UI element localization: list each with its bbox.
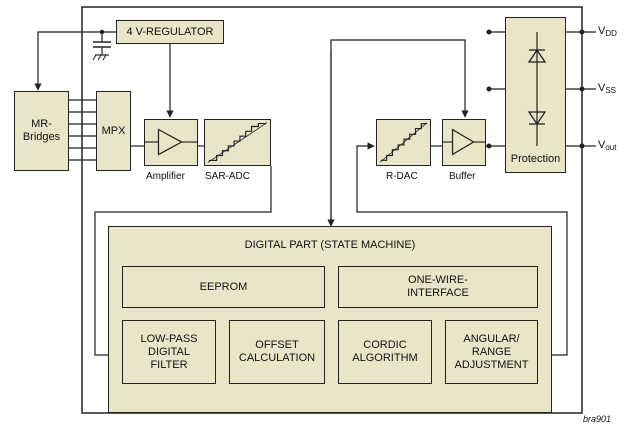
staircase-icon <box>207 122 268 163</box>
buffer-icon <box>443 128 485 156</box>
mr-bridges-block: MR- Bridges <box>14 91 69 171</box>
protection-label: Protection <box>510 153 561 165</box>
r-dac-label: R-DAC <box>386 171 418 182</box>
protection-block: Protection <box>505 17 566 173</box>
mpx-block: MPX <box>96 91 131 171</box>
offset-calculation-block: OFFSET CALCULATION <box>229 320 325 384</box>
staircase-icon <box>379 122 428 163</box>
amplifier-icon <box>145 128 197 156</box>
vout-pin-label: Vout <box>598 139 617 152</box>
vss-pin-label: VSS <box>598 82 617 95</box>
sar-adc-label: SAR-ADC <box>205 171 251 182</box>
digital-part-title: DIGITAL PART (STATE MACHINE) <box>244 239 416 251</box>
cordic-algorithm-block: CORDIC ALGORITHM <box>338 320 432 384</box>
regulator-block: 4 V-REGULATOR <box>116 20 224 44</box>
vdd-pin-label: VDD <box>598 25 617 38</box>
amplifier-label: Amplifier <box>146 171 185 182</box>
eeprom-block: EEPROM <box>122 266 325 308</box>
sar-adc-block <box>204 119 271 166</box>
one-wire-interface-block: ONE-WIRE- INTERFACE <box>338 266 538 308</box>
buffer-block <box>442 119 486 166</box>
amplifier-block <box>144 119 198 166</box>
r-dac-block <box>376 119 431 166</box>
angular-range-adjustment-block: ANGULAR/ RANGE ADJUSTMENT <box>445 320 538 384</box>
lowpass-filter-block: LOW-PASS DIGITAL FILTER <box>122 320 216 384</box>
wire-regulator-bridges <box>34 31 116 91</box>
figure-code: bra901 <box>583 414 612 424</box>
chip-outline <box>81 6 583 414</box>
buffer-label: Buffer <box>449 171 476 182</box>
